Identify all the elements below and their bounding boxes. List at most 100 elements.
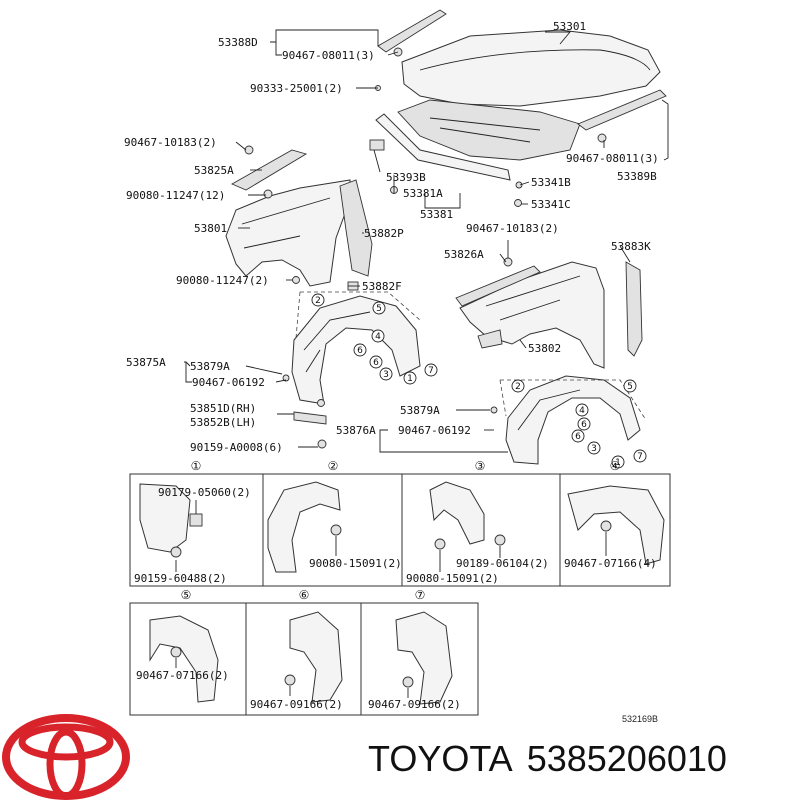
bolt-icon [600,520,612,532]
label-90159-A0008: 90159-A0008(6) [190,441,283,454]
brand-name: TOYOTA [368,738,513,779]
fender-seal-left [339,179,373,277]
svg-text:5: 5 [376,304,382,314]
clip-icon [514,199,522,207]
clip-icon [503,257,513,267]
part-labels: 53388D 90467-08011(3) 53301 90333-25001(… [124,20,659,454]
left-fender [225,179,351,287]
bolt-icon [170,546,182,558]
bolt-icon [317,439,327,449]
part-number: 5385206010 [526,738,727,779]
svg-text:3: 3 [383,370,389,380]
label-53341C: 53341C [531,198,571,211]
label-d3-90080: 90080-15091(2) [406,572,499,585]
detail-number-1: ① [191,459,202,473]
svg-text:1: 1 [407,374,413,384]
label-90080-11247-a: 90080-11247(12) [126,189,225,202]
label-53802: 53802 [528,342,561,355]
leader-lines [184,29,669,453]
label-53341B: 53341B [531,176,571,189]
label-d4-90467: 90467-07166(4) [564,557,657,570]
label-53879A-b: 53879A [400,404,440,417]
label-d5-90467: 90467-07166(2) [136,669,229,682]
label-53381A: 53381A [403,187,443,200]
label-90333-25001: 90333-25001(2) [250,82,343,95]
clip-icon [515,181,523,189]
figure-code: 532169B [622,714,658,724]
bolt-icon [170,646,182,658]
label-90467-10183-a: 90467-10183(2) [124,136,217,149]
svg-text:4: 4 [375,332,381,342]
callouts-left: 2 5 4 6 6 3 7 1 [311,293,438,385]
label-90467-06192-a: 90467-06192 [192,376,265,389]
clip-icon [189,513,203,527]
bolt-icon [434,538,446,550]
callouts-right: 2 5 4 6 6 3 7 1 [511,379,647,469]
detail-number-6: ⑥ [299,588,310,602]
label-53389B: 53389B [617,170,657,183]
svg-text:6: 6 [357,346,363,356]
svg-text:5: 5 [627,382,633,392]
bolt-icon [284,674,296,686]
label-53301: 53301 [553,20,586,33]
detail-number-4: ④ [610,459,621,473]
label-90080-11247-b: 90080-11247(2) [176,274,269,287]
label-d1-90159: 90159-60488(2) [134,572,227,585]
label-d3-90189: 90189-06104(2) [456,557,549,570]
label-53825A: 53825A [194,164,234,177]
fender-strip-left [230,149,308,191]
label-53852B: 53852B(LH) [190,416,256,429]
svg-text:2: 2 [515,382,521,392]
bracket-icon [477,329,503,349]
detail-number-5: ⑤ [181,588,192,602]
right-fender-liner [499,375,647,465]
label-53381: 53381 [420,208,453,221]
detail-number-3: ③ [475,459,486,473]
svg-text:4: 4 [579,406,585,416]
label-53883K: 53883K [611,240,651,253]
hood-support-bar [375,113,511,181]
label-d6-90467: 90467-09166(2) [250,698,343,711]
svg-text:7: 7 [637,452,643,462]
bolt-icon [263,189,273,199]
label-53882F: 53882F [362,280,402,293]
detail-grid: ① ② ③ ④ ⑤ ⑥ ⑦ 90179- [129,459,671,716]
label-d2-90080: 90080-15091(2) [309,557,402,570]
svg-text:6: 6 [373,358,379,368]
clip-icon [282,374,290,382]
svg-text:1: 1 [615,458,621,468]
bracket-icon [293,411,327,425]
hood-part [401,29,661,107]
hood-seal-left [377,9,447,53]
label-53801: 53801 [194,222,227,235]
label-90467-10183-b: 90467-10183(2) [466,222,559,235]
svg-text:6: 6 [581,420,587,430]
label-53388D: 53388D [218,36,258,49]
brand-part-number: TOYOTA 5385206010 [368,738,798,788]
svg-text:2: 2 [315,296,321,306]
detail-number-2: ② [328,459,339,473]
bracket-icon [369,139,385,151]
label-53851D: 53851D(RH) [190,402,256,415]
clip-icon [317,399,325,407]
label-53876A: 53876A [336,424,376,437]
label-53393B: 53393B [386,171,426,184]
toyota-logo [2,714,130,800]
bolt-icon [402,676,414,688]
clip-icon [490,406,498,414]
label-90467-06192-b: 90467-06192 [398,424,471,437]
fender-seal-right [625,261,643,357]
label-90467-08011-b: 90467-08011(3) [566,152,659,165]
svg-text:3: 3 [591,444,597,454]
label-53879A-a: 53879A [190,360,230,373]
clip-icon [597,133,607,143]
label-d1-90179: 90179-05060(2) [158,486,251,499]
label-53875A: 53875A [126,356,166,369]
bolt-icon [330,524,342,536]
hood-insulator [397,99,581,161]
label-53826A: 53826A [444,248,484,261]
label-d7-90467: 90467-09166(2) [368,698,461,711]
hood-seal-right [577,89,667,131]
label-53882P: 53882P [364,227,404,240]
